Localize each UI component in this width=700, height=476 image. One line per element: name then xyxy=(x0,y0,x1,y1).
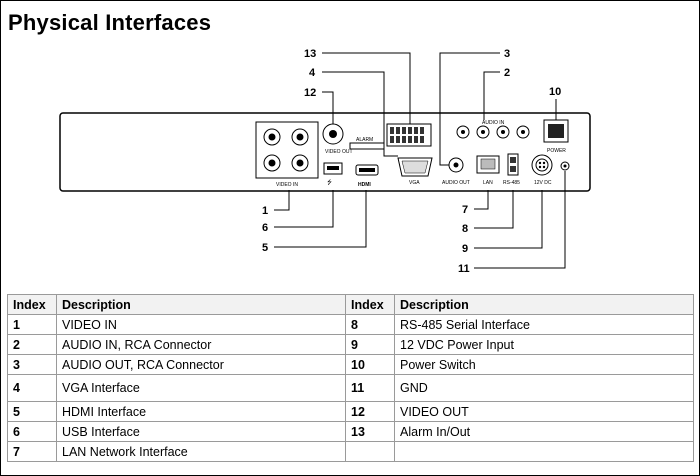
video-out-connector xyxy=(322,123,344,145)
alarm-label: ALARM xyxy=(356,137,373,143)
video-out-label: VIDEO OUT xyxy=(325,149,353,155)
description-cell xyxy=(394,441,694,462)
index-cell: 13 xyxy=(345,421,395,442)
usb-icon: ⭍ xyxy=(327,178,332,186)
description-cell: RS-485 Serial Interface xyxy=(394,314,694,335)
index-cell: 8 xyxy=(345,314,395,335)
header-index: Index xyxy=(7,294,57,315)
index-cell: 2 xyxy=(7,334,57,355)
page-title: Physical Interfaces xyxy=(8,10,212,35)
description-cell: USB Interface xyxy=(56,421,346,442)
lan-label: LAN xyxy=(483,180,493,186)
callout-9: 9 xyxy=(462,243,468,255)
table-row: 2 AUDIO IN, RCA Connector 9 12 VDC Power… xyxy=(7,334,694,355)
audio-in-label: AUDIO IN xyxy=(482,120,505,126)
header-index: Index xyxy=(345,294,395,315)
description-cell: LAN Network Interface xyxy=(56,441,346,462)
audio-out-label: AUDIO OUT xyxy=(442,180,470,186)
index-cell: 11 xyxy=(345,374,395,402)
hdmi-label: HDMI xyxy=(358,182,371,188)
table-row: 5 HDMI Interface 12 VIDEO OUT xyxy=(7,401,694,422)
description-cell: 12 VDC Power Input xyxy=(394,334,694,355)
callout-10: 10 xyxy=(549,86,561,98)
header-description: Description xyxy=(394,294,694,315)
index-cell: 4 xyxy=(7,374,57,402)
callout-11: 11 xyxy=(458,263,470,275)
table-row: 1 VIDEO IN 8 RS-485 Serial Interface xyxy=(7,314,694,335)
callout-7: 7 xyxy=(462,204,468,216)
table-row: 3 AUDIO OUT, RCA Connector 10 Power Swit… xyxy=(7,354,694,375)
power-switch-label: POWER xyxy=(547,148,566,154)
rs485-port xyxy=(507,153,519,176)
table-header-row: Index Description Index Description xyxy=(7,294,694,315)
alarm-terminal-block xyxy=(386,123,432,147)
video-in-connectors xyxy=(255,121,319,179)
index-cell: 5 xyxy=(7,401,57,422)
callout-lines xyxy=(274,52,566,269)
callout-2: 2 xyxy=(504,67,510,79)
callout-3: 3 xyxy=(504,48,510,60)
callout-8: 8 xyxy=(462,223,468,235)
callout-6: 6 xyxy=(262,222,268,234)
description-cell: Power Switch xyxy=(394,354,694,375)
description-cell: Alarm In/Out xyxy=(394,421,694,442)
index-cell: 3 xyxy=(7,354,57,375)
rs485-label: RS-485 xyxy=(503,180,520,186)
index-cell: 12 xyxy=(345,401,395,422)
interfaces-table: Index Description Index Description 1 VI… xyxy=(7,294,694,462)
description-cell: VIDEO IN xyxy=(56,314,346,335)
callout-12: 12 xyxy=(304,87,316,99)
description-cell: VGA Interface xyxy=(56,374,346,402)
alarm-strip xyxy=(349,142,385,150)
index-cell: 9 xyxy=(345,334,395,355)
table-row: 7 LAN Network Interface xyxy=(7,441,694,462)
description-cell: GND xyxy=(394,374,694,402)
description-cell: VIDEO OUT xyxy=(394,401,694,422)
callout-4: 4 xyxy=(309,67,316,79)
index-cell: 7 xyxy=(7,441,57,462)
index-cell: 6 xyxy=(7,421,57,442)
index-cell xyxy=(345,441,395,462)
table-row: 6 USB Interface 13 Alarm In/Out xyxy=(7,421,694,442)
power-input-label: 12V DC xyxy=(534,180,552,186)
index-cell: 1 xyxy=(7,314,57,335)
rear-panel-diagram: VIDEO IN VIDEO OUT ⭍ ALARM HDMI VGA AUDI… xyxy=(59,48,591,275)
description-cell: AUDIO OUT, RCA Connector xyxy=(56,354,346,375)
callout-13: 13 xyxy=(304,48,316,60)
video-in-label: VIDEO IN xyxy=(276,182,298,188)
index-cell: 10 xyxy=(345,354,395,375)
table-row: 4 VGA Interface 11 GND xyxy=(7,374,694,402)
callout-5: 5 xyxy=(262,242,268,254)
audio-in-connectors xyxy=(456,125,530,139)
callout-1: 1 xyxy=(262,205,268,217)
description-cell: AUDIO IN, RCA Connector xyxy=(56,334,346,355)
header-description: Description xyxy=(56,294,346,315)
description-cell: HDMI Interface xyxy=(56,401,346,422)
vga-label: VGA xyxy=(409,180,420,186)
